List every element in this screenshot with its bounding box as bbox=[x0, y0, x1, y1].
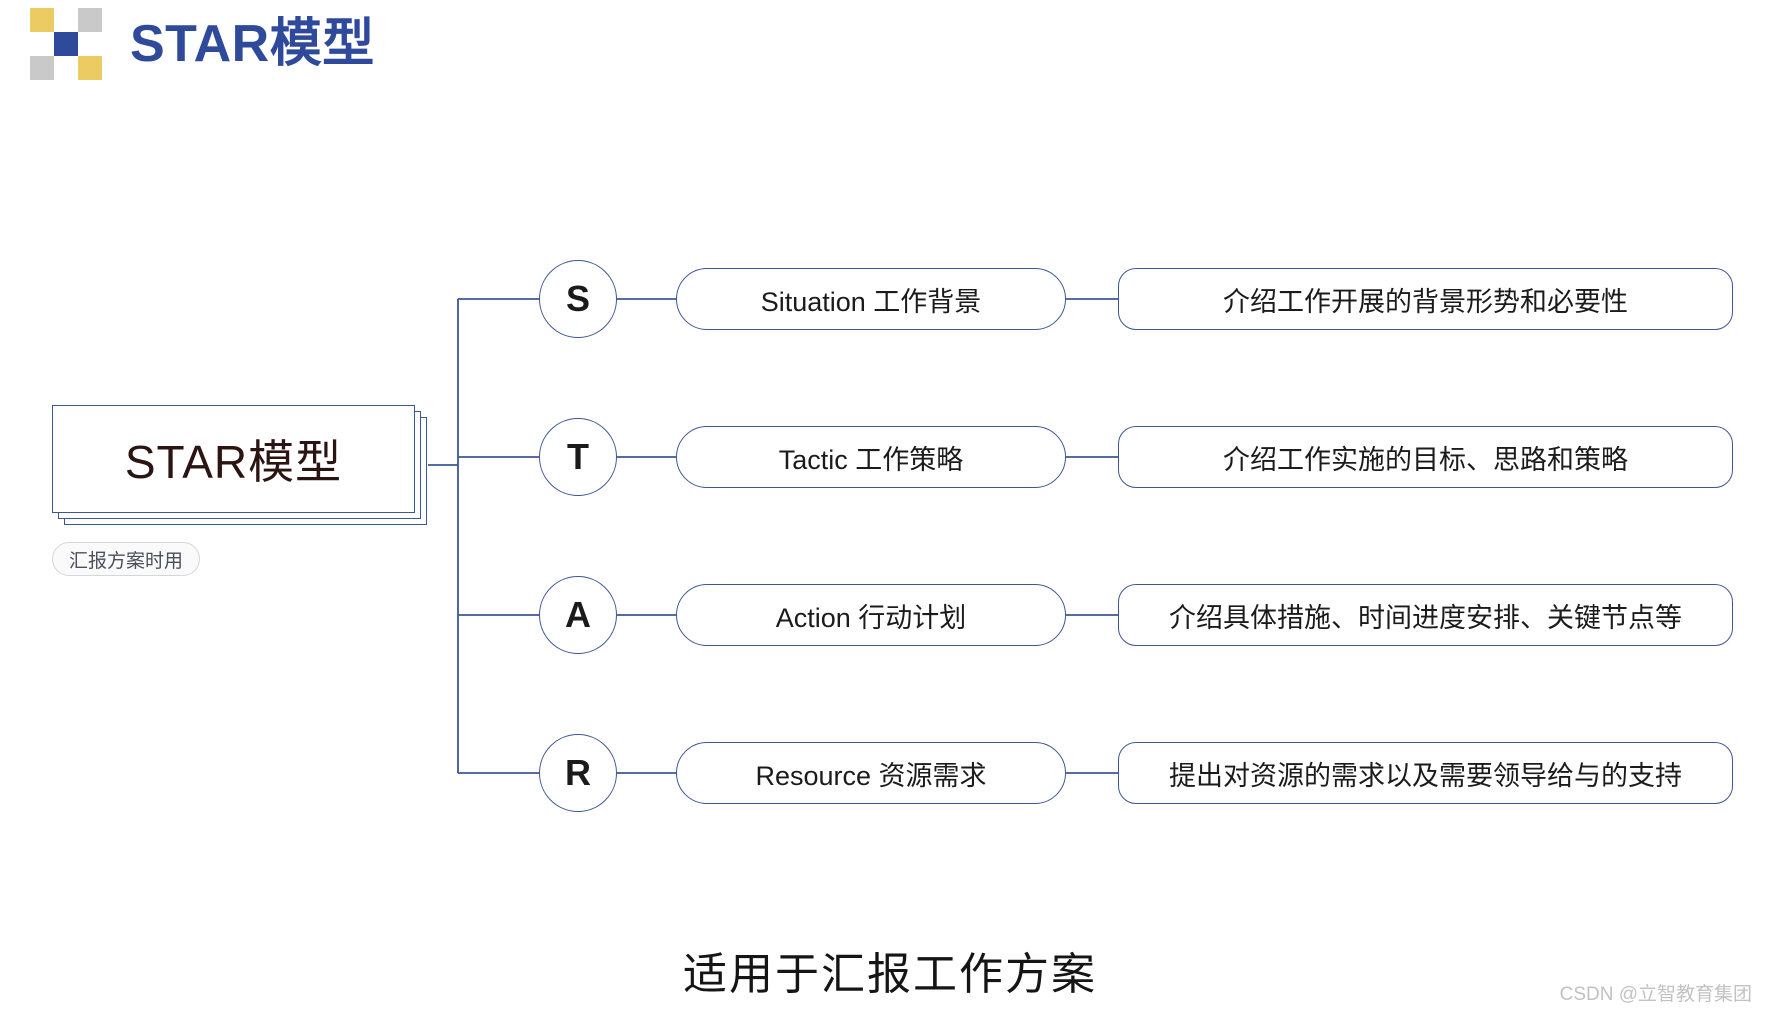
letter-circle-s[interactable]: S bbox=[539, 260, 617, 338]
letter-circle-a[interactable]: A bbox=[539, 576, 617, 654]
logo-cell-6 bbox=[78, 32, 102, 56]
root-node-tag: 汇报方案时用 bbox=[52, 542, 201, 576]
logo-cell-4 bbox=[30, 32, 54, 56]
letter-circle-t[interactable]: T bbox=[539, 418, 617, 496]
slide-header: STAR模型 bbox=[30, 8, 375, 80]
branch-desc-t[interactable]: 介绍工作实施的目标、思路和策略 bbox=[1118, 426, 1733, 488]
root-node-label: STAR模型 bbox=[124, 436, 343, 488]
checkerboard-logo-icon bbox=[30, 8, 102, 80]
logo-cell-8 bbox=[54, 56, 78, 80]
branch-desc-s[interactable]: 介绍工作开展的背景形势和必要性 bbox=[1118, 268, 1733, 330]
letter-circle-r[interactable]: R bbox=[539, 734, 617, 812]
branch-title-t[interactable]: Tactic 工作策略 bbox=[676, 426, 1066, 488]
page-title: STAR模型 bbox=[130, 15, 375, 73]
branch-title-a[interactable]: Action 行动计划 bbox=[676, 584, 1066, 646]
root-node[interactable]: STAR模型 bbox=[52, 405, 427, 525]
logo-cell-2 bbox=[54, 8, 78, 32]
logo-cell-9 bbox=[78, 56, 102, 80]
slide-caption: 适用于汇报工作方案 bbox=[683, 950, 1097, 999]
root-node-box[interactable]: STAR模型 bbox=[52, 405, 415, 513]
branch-desc-a[interactable]: 介绍具体措施、时间进度安排、关键节点等 bbox=[1118, 584, 1733, 646]
logo-cell-7 bbox=[30, 56, 54, 80]
branch-desc-r[interactable]: 提出对资源的需求以及需要领导给与的支持 bbox=[1118, 742, 1733, 804]
branch-title-s[interactable]: Situation 工作背景 bbox=[676, 268, 1066, 330]
logo-cell-3 bbox=[78, 8, 102, 32]
branch-title-r[interactable]: Resource 资源需求 bbox=[676, 742, 1066, 804]
logo-cell-1 bbox=[30, 8, 54, 32]
watermark: CSDN @立智教育集团 bbox=[1559, 984, 1752, 1005]
logo-cell-5 bbox=[54, 32, 78, 56]
